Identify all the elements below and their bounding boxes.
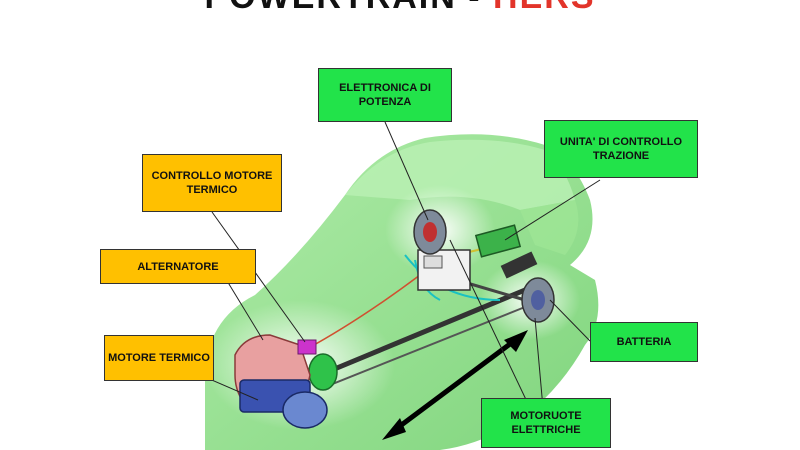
car-window-side (520, 200, 579, 255)
label-unita-controllo-trazione: UNITA' DI CONTROLLO TRAZIONE (544, 120, 698, 178)
label-alternatore: ALTERNATORE (100, 249, 256, 284)
label-controllo-motore-termico: CONTROLLO MOTORE TERMICO (142, 154, 282, 212)
wheelbase-arrow (390, 335, 520, 435)
label-motore-termico: MOTORE TERMICO (104, 335, 214, 381)
engine-control-unit (297, 339, 317, 355)
leader-lines (183, 121, 601, 409)
traction-control-unit (474, 224, 522, 258)
title-highlight: HERS (493, 0, 595, 16)
label-elettronica: ELETTRONICA DI POTENZA (318, 68, 452, 122)
page-title: POWERTRAIN - HERS (0, 0, 800, 17)
label-batteria: BATTERIA (590, 322, 698, 362)
title-main: POWERTRAIN (204, 0, 456, 16)
car-windshield (345, 139, 575, 210)
battery-cylinder (500, 251, 538, 279)
generator-disc (308, 353, 338, 391)
label-motoruote-elettriche: MOTORUOTE ELETTRICHE (481, 398, 611, 448)
